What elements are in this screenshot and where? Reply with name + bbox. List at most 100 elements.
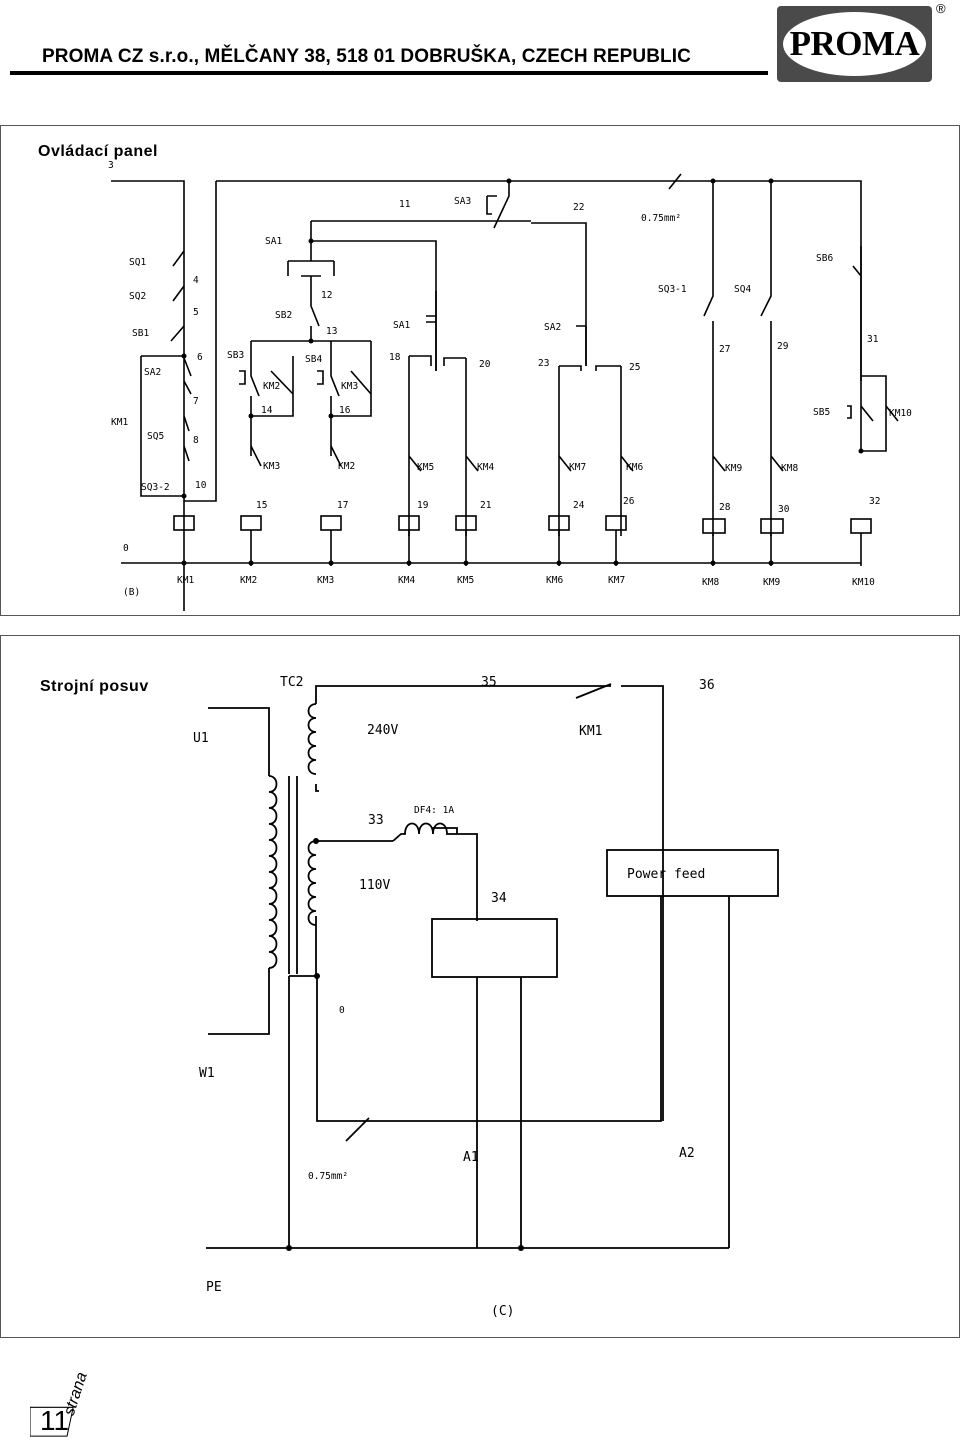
coil-label-km7: KM7 <box>608 575 625 586</box>
coil-label-km5: KM5 <box>457 575 474 586</box>
coil-label-km4: KM4 <box>398 575 415 586</box>
label-contact-km2: KM2 <box>263 381 280 392</box>
label-sa3: SA3 <box>454 196 471 207</box>
label-power-feed: Power feed <box>627 867 705 882</box>
control-circuit-schematic: 3 4 5 6 7 8 10 0 11 12 13 14 16 18 20 22… <box>108 160 912 611</box>
label-fuse: DF4: 1A <box>414 805 454 816</box>
coil-label-km2: KM2 <box>240 575 257 586</box>
label-36: 36 <box>699 678 715 693</box>
logo-oval: PROMA <box>783 12 926 76</box>
label-contact-km9: KM9 <box>725 463 742 474</box>
label-13: 13 <box>326 326 337 337</box>
label-a2: A2 <box>679 1146 695 1161</box>
label-sq3-1: SQ3-1 <box>658 284 687 295</box>
label-sq3-2: SQ3-2 <box>141 482 170 493</box>
label-20: 20 <box>479 359 491 370</box>
power-feed-schematic: TC2 35 36 U1 240V KM1 DF4: 1A 33 110V 34… <box>193 675 779 1319</box>
label-sb1: SB1 <box>132 328 149 339</box>
label-14: 14 <box>261 405 273 416</box>
label-contact-km7: KM7 <box>569 462 586 473</box>
label-22: 22 <box>573 202 584 213</box>
proma-logo: PROMA <box>777 6 932 82</box>
label-19: 19 <box>417 500 429 511</box>
label-contact-km4: KM4 <box>477 462 494 473</box>
label-contact-km5: KM5 <box>417 462 434 473</box>
label-sq4: SQ4 <box>734 284 751 295</box>
label-35: 35 <box>481 675 497 690</box>
label-a1: A1 <box>463 1150 479 1165</box>
label-29: 29 <box>777 341 789 352</box>
label-w1: W1 <box>199 1066 215 1081</box>
label-15: 15 <box>256 500 267 511</box>
label-12: 12 <box>321 290 332 301</box>
label-24: 24 <box>573 500 585 511</box>
label-6: 6 <box>197 352 203 363</box>
control-panel-diagram: Ovládací panel <box>0 125 960 616</box>
coil-label-km1: KM1 <box>177 575 194 586</box>
label-26: 26 <box>623 496 635 507</box>
label-sa2: SA2 <box>144 367 161 378</box>
label-contact-km10: KM10 <box>889 408 912 419</box>
label-pe: PE <box>206 1280 222 1295</box>
feed-caption: (C) <box>491 1304 514 1319</box>
label-30: 30 <box>778 504 790 515</box>
label-km1: KM1 <box>579 724 602 739</box>
company-header: PROMA CZ s.r.o., MĚLČANY 38, 518 01 DOBR… <box>42 46 691 67</box>
label-31: 31 <box>867 334 879 345</box>
label-34: 34 <box>491 891 507 906</box>
control-panel-title: Ovládací panel <box>38 143 158 160</box>
label-4: 4 <box>193 275 199 286</box>
label-25: 25 <box>629 362 640 373</box>
label-sq2: SQ2 <box>129 291 146 302</box>
label-32: 32 <box>869 496 880 507</box>
label-23: 23 <box>538 358 549 369</box>
label-21: 21 <box>480 500 492 511</box>
label-7: 7 <box>193 396 199 407</box>
label-5: 5 <box>193 307 199 318</box>
label-sq1: SQ1 <box>129 257 146 268</box>
label-wire-size: 0.75mm² <box>641 213 681 224</box>
label-sa2-right: SA2 <box>544 322 561 333</box>
label-240v: 240V <box>367 723 398 738</box>
label-sb3: SB3 <box>227 350 244 361</box>
label-contact-km2b: KM2 <box>338 461 355 472</box>
label-sa1-top: SA1 <box>265 236 282 247</box>
label-sb5: SB5 <box>813 407 830 418</box>
logo-text: PROMA <box>789 24 920 63</box>
label-km1-left: KM1 <box>111 417 128 428</box>
label-tc2: TC2 <box>280 675 303 690</box>
label-28: 28 <box>719 502 731 513</box>
label-wire-size: 0.75mm² <box>308 1171 348 1182</box>
coil-label-km3: KM3 <box>317 575 334 586</box>
coil-label-km6: KM6 <box>546 575 563 586</box>
label-11: 11 <box>399 199 411 210</box>
label-18: 18 <box>389 352 401 363</box>
label-10: 10 <box>195 480 207 491</box>
label-sb4: SB4 <box>305 354 322 365</box>
label-27: 27 <box>719 344 730 355</box>
label-sb6: SB6 <box>816 253 833 264</box>
label-sb2: SB2 <box>275 310 292 321</box>
label-17: 17 <box>337 500 348 511</box>
label-contact-km6: KM6 <box>626 462 643 473</box>
label-3: 3 <box>108 160 114 171</box>
label-sa1: SA1 <box>393 320 410 331</box>
power-feed-title: Strojní posuv <box>40 678 149 695</box>
label-16: 16 <box>339 405 351 416</box>
label-110v: 110V <box>359 878 390 893</box>
label-0: 0 <box>339 1005 345 1016</box>
feed-labels: TC2 35 36 U1 240V KM1 DF4: 1A 33 110V 34… <box>193 675 715 1319</box>
coil-label-km10: KM10 <box>852 577 875 588</box>
label-contact-km8: KM8 <box>781 463 798 474</box>
coil-label-km9: KM9 <box>763 577 780 588</box>
label-33: 33 <box>368 813 384 828</box>
control-labels: 3 4 5 6 7 8 10 0 11 12 13 14 16 18 20 22… <box>108 160 912 598</box>
page-number: 11 <box>40 1405 70 1436</box>
label-contact-km3b: KM3 <box>263 461 280 472</box>
header-rule <box>10 71 768 75</box>
page-number-box <box>30 1406 74 1437</box>
page-word: strana <box>60 1370 91 1418</box>
label-sq5: SQ5 <box>147 431 164 442</box>
label-contact-km3: KM3 <box>341 381 358 392</box>
power-feed-diagram: Strojní posuv <box>0 635 960 1338</box>
